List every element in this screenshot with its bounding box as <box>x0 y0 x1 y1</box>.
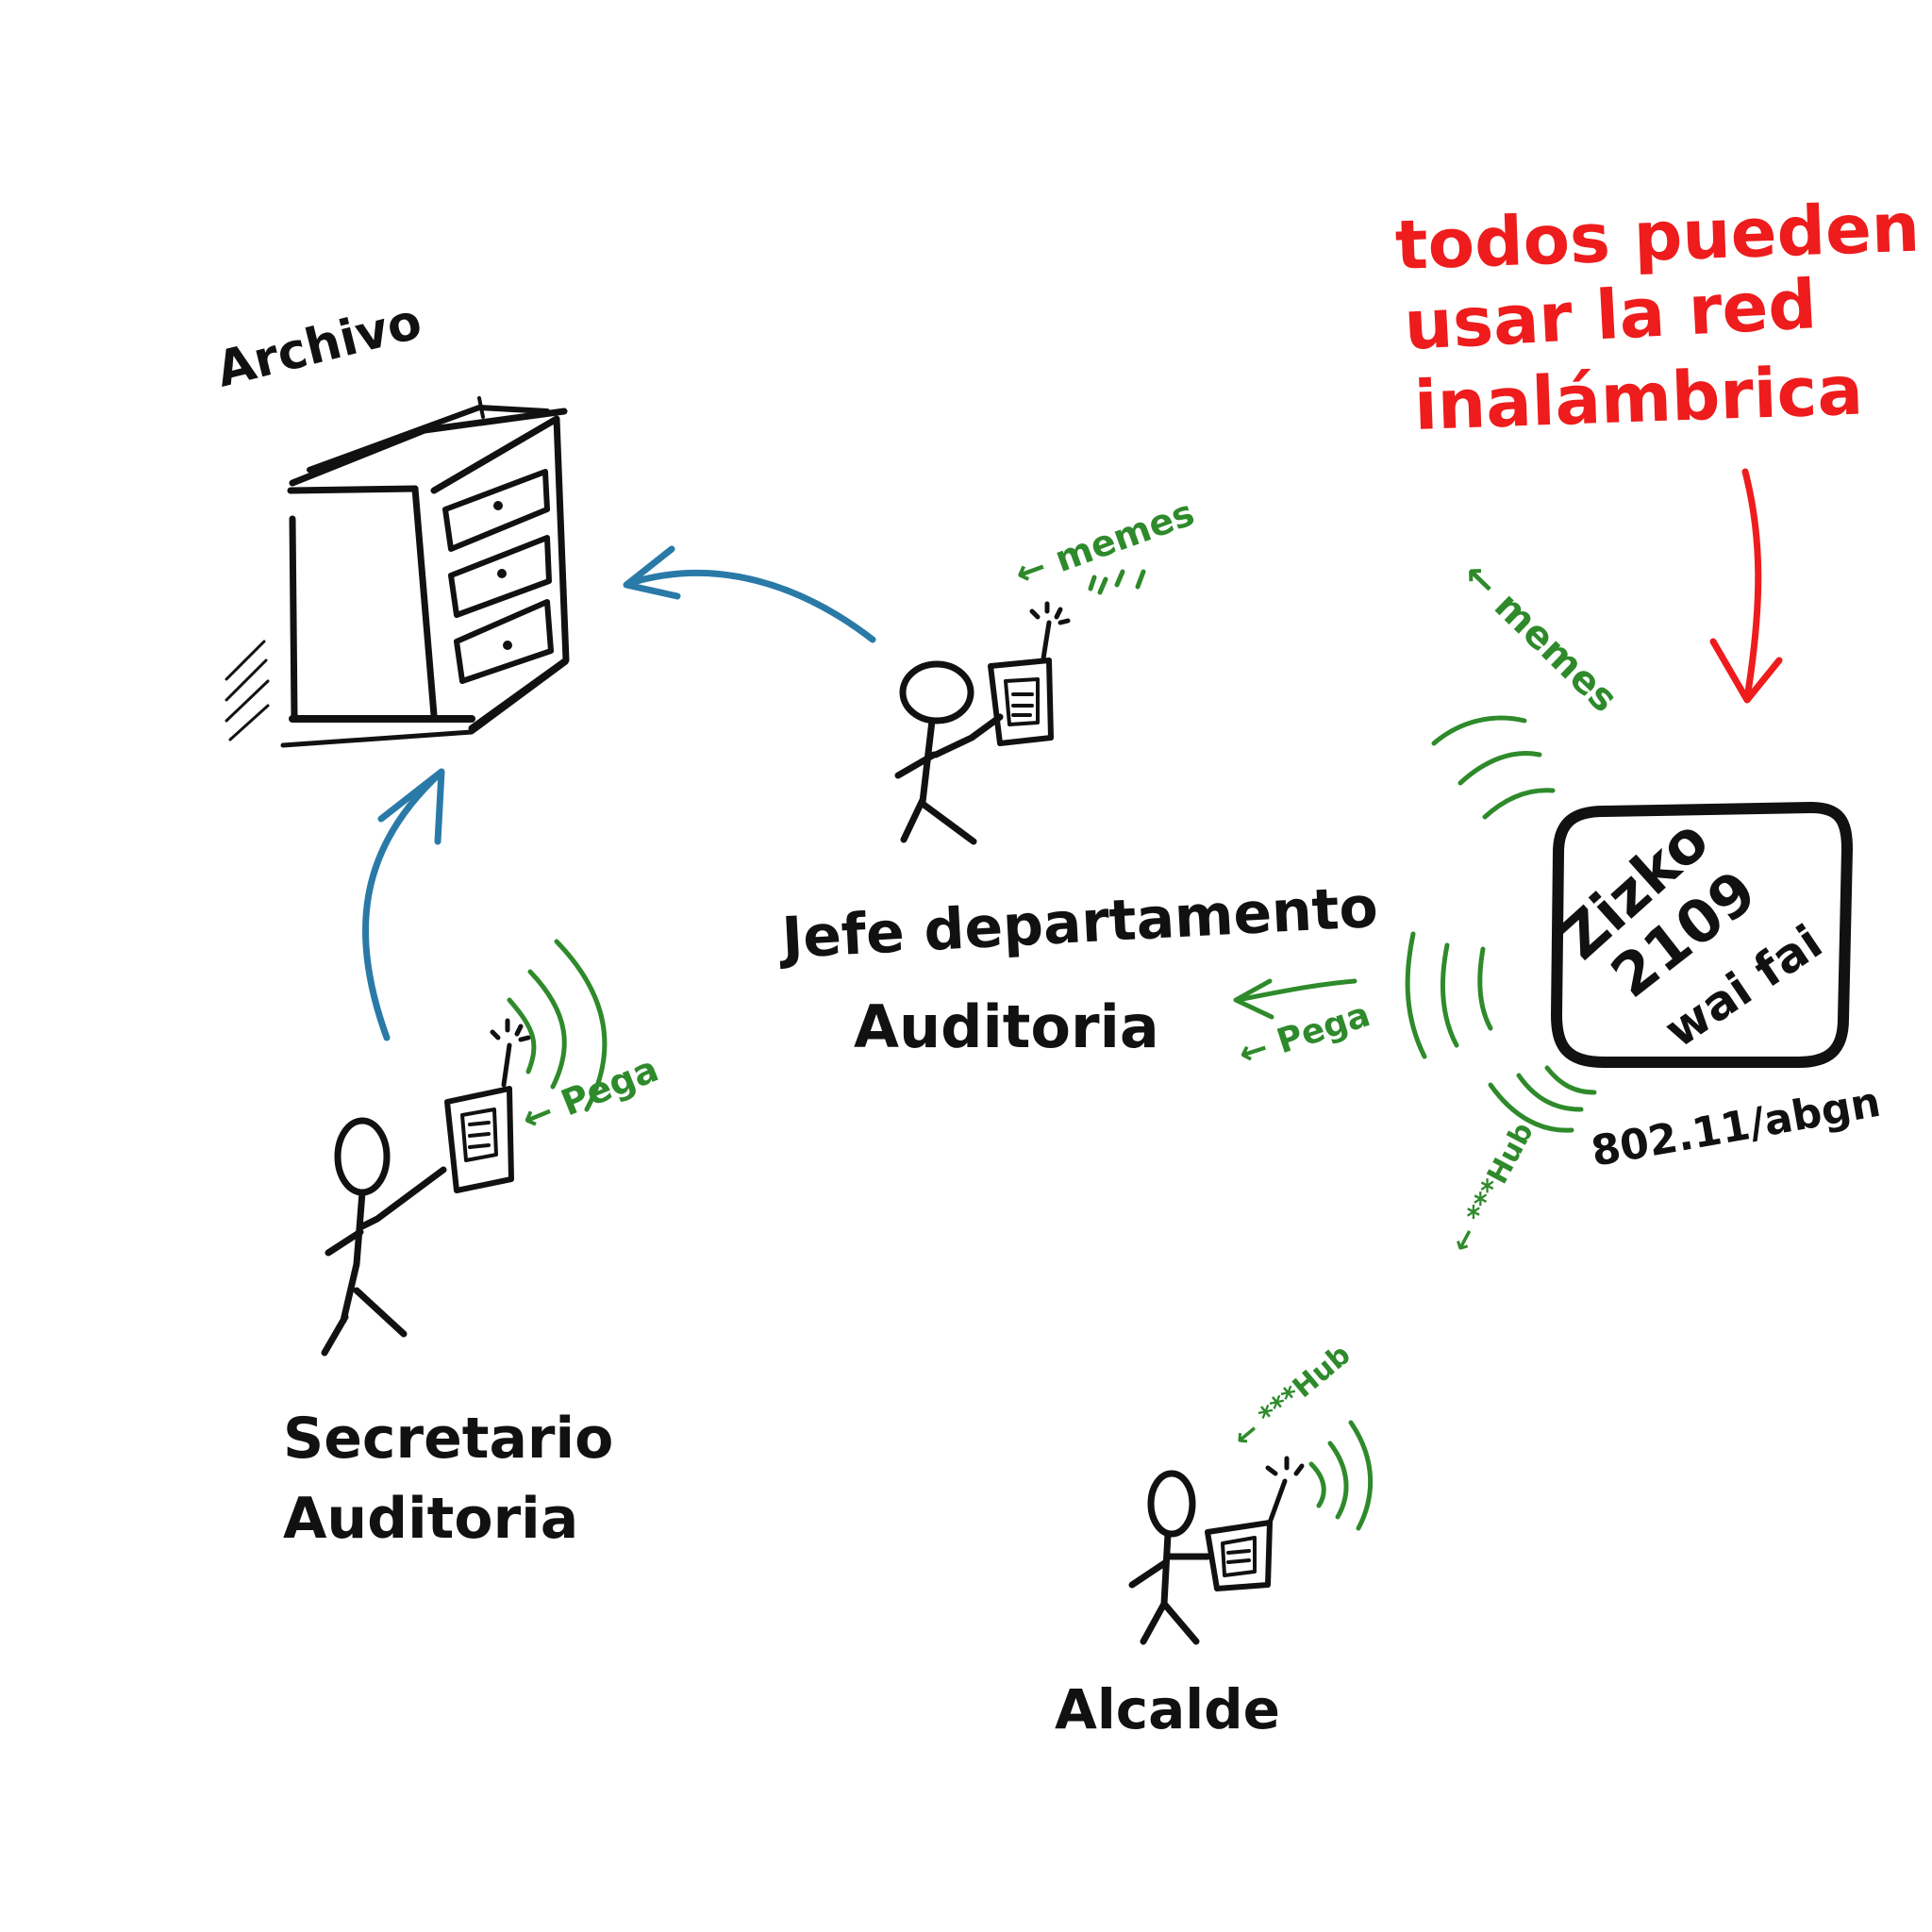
hub-router-label: ← ***Hub <box>1444 1117 1541 1257</box>
wireless-waves-mayor: ← ***Hub <box>1227 1339 1374 1531</box>
secretary-figure <box>321 1018 531 1357</box>
department-head-figure <box>894 601 1071 845</box>
note-line3: inalámbrica <box>1413 350 1864 445</box>
flow-arrow-secretary-to-archive <box>361 770 443 1041</box>
mayor-figure <box>1128 1456 1305 1645</box>
archive-label: Archivo <box>211 293 427 399</box>
note-line1: todos pueden <box>1394 188 1922 285</box>
memes-signal-head: ← memes <box>1009 491 1200 595</box>
memes-signal-router: ← memes <box>1454 553 1625 721</box>
router-icon: Zizko 2109 wai fai <box>1546 802 1853 1068</box>
secretary-label-line2: Auditoria <box>283 1486 578 1552</box>
pega-signal-router: ← Pega <box>1233 978 1374 1074</box>
wireless-waves-router <box>1405 715 1597 1133</box>
department-head-label-line1: Jefe departamento <box>776 874 1379 972</box>
secretary-label-line1: Secretario <box>283 1406 613 1472</box>
wireless-waves-secretary: ← Pega <box>507 939 664 1141</box>
hub-mayor-label: ← ***Hub <box>1227 1339 1357 1456</box>
file-cabinet-icon: Archivo <box>211 293 570 748</box>
hub-signal-router: ← ***Hub <box>1444 1117 1541 1257</box>
wireless-note: todos pueden usar la red inalámbrica <box>1394 188 1922 704</box>
flow-arrow-head-to-archive <box>626 569 876 643</box>
pega-secretary-label: ← Pega <box>516 1048 664 1141</box>
mayor-label: Alcalde <box>1055 1677 1280 1741</box>
standard-label: 802.11/abgn <box>1588 1078 1884 1176</box>
department-head-label-line2: Auditoria <box>854 992 1159 1061</box>
memes-router-label: ← memes <box>1454 553 1625 721</box>
